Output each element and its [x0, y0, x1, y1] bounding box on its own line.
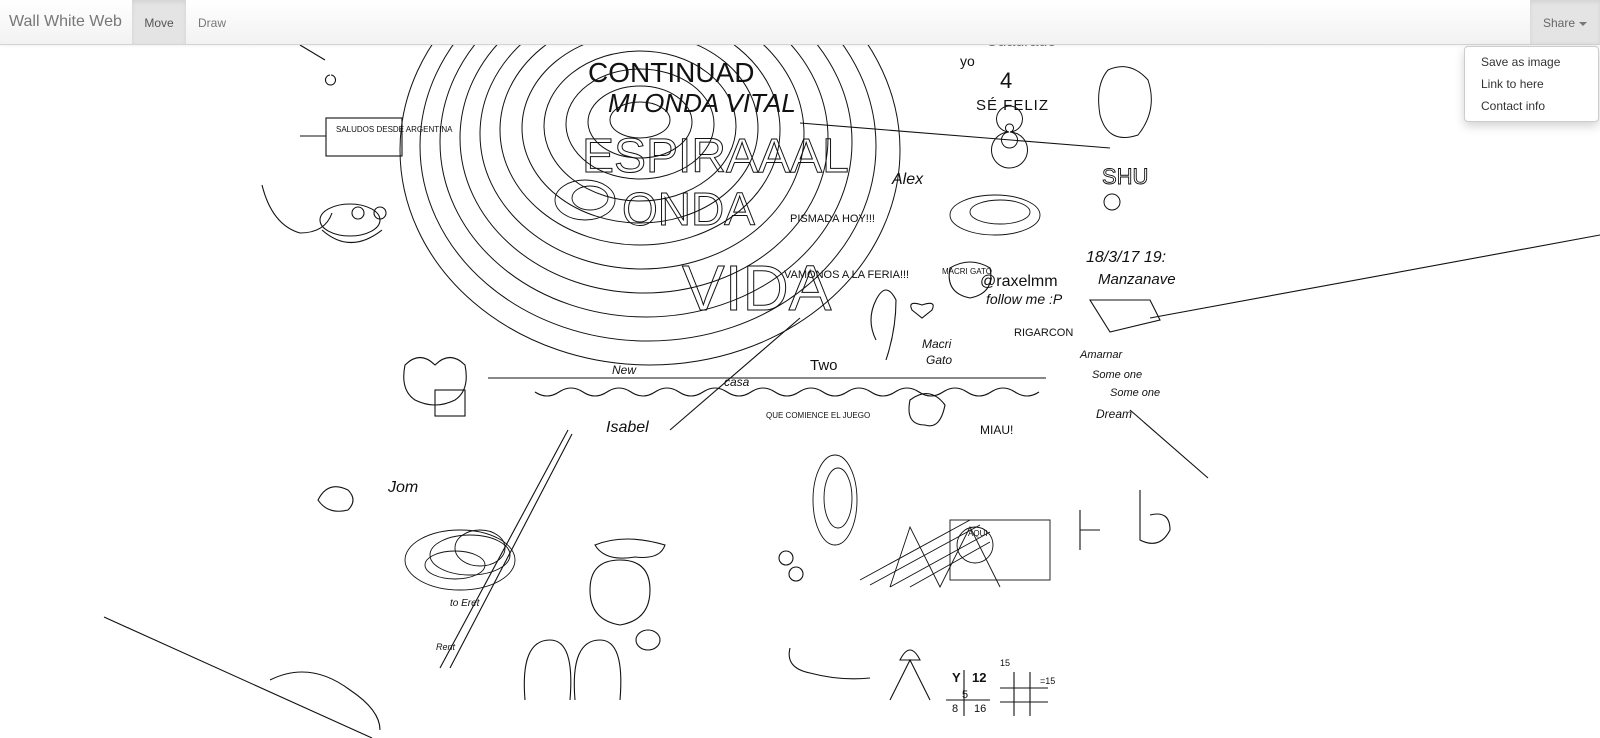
- canvas-text-32: Gato: [926, 353, 952, 367]
- lower-doodles: [269, 486, 1171, 731]
- canvas-text-5: SÉ FELIZ: [976, 97, 1049, 114]
- canvas-text-10: SALUDOS DESDE ARGENTINA: [336, 125, 453, 134]
- canvas-text-0: CONTINUAD: [588, 57, 754, 88]
- menu-item-save-as-image[interactable]: Save as image: [1481, 55, 1561, 69]
- magic-square-doodle: Y 12 5 8 16 15 =15: [952, 658, 1055, 715]
- canvas-text-14: @raxelmm: [980, 273, 1058, 290]
- canvas-text-4: VIDA: [682, 252, 832, 324]
- canvas-text-26: Two: [810, 357, 838, 374]
- canvas-text-17: PISMADA HOY!!!: [790, 213, 875, 225]
- canvas-text-43: =15: [1040, 676, 1055, 686]
- canvas-text-1: MI ONDA VITAL: [608, 88, 796, 118]
- canvas-text-35: Amarnar: [1079, 349, 1124, 361]
- canvas-text-16: VAMONOS A LA FERIA!!!: [784, 269, 909, 281]
- canvas-text-38: 12: [972, 670, 986, 685]
- canvas-text-33: AQUI: [968, 529, 988, 538]
- stray-lines: [103, 0, 1600, 738]
- canvas-text-27: Isabel: [606, 419, 649, 436]
- caret-down-icon: [1579, 21, 1588, 26]
- canvas-text-29: to Eret: [450, 598, 481, 609]
- canvas-text-18: MACRI GATO: [942, 267, 992, 276]
- canvas-text-40: 8: [952, 703, 958, 715]
- top-navbar: Wall White Web Move Draw Share: [0, 0, 1600, 45]
- share-label: Share: [1542, 16, 1576, 30]
- canvas-text-3: ONDA: [622, 183, 755, 235]
- handwritten-notes: 18/3/17 19: Manzanave @raxelmm follow me…: [387, 171, 1176, 652]
- canvas-text-24: New: [612, 363, 637, 377]
- share-dropdown-menu: Save as image Link to here Contact info: [1464, 46, 1599, 122]
- canvas-text-20: MIAU!: [980, 423, 1013, 437]
- canvas-text-34: RIGARCON: [1014, 327, 1073, 339]
- canvas-text-28: Jom: [387, 479, 418, 496]
- canvas-text-9: 4: [1000, 68, 1012, 93]
- canvas-text-11: SHU: [1102, 164, 1148, 189]
- canvas-text-36: Alex: [891, 171, 924, 188]
- share-dropdown-button[interactable]: Share: [1530, 0, 1600, 44]
- menu-item-link-to-here[interactable]: Link to here: [1481, 77, 1544, 91]
- canvas-text-25: casa: [724, 375, 750, 389]
- canvas-text-2: ESPIRAAAL: [582, 130, 849, 183]
- canvas-text-42: 15: [1000, 658, 1010, 668]
- canvas-text-15: follow me :P: [986, 291, 1063, 307]
- canvas-text-22: Some one: [1110, 387, 1160, 399]
- brand-title[interactable]: Wall White Web: [9, 13, 122, 30]
- canvas-text-31: Macri: [922, 337, 952, 351]
- canvas-text-41: 16: [974, 703, 986, 715]
- scribbles: [404, 179, 1051, 591]
- draw-tool-button[interactable]: Draw: [197, 16, 226, 30]
- canvas-text-12: 18/3/17 19:: [1086, 249, 1166, 266]
- canvas-text-23: Dream: [1096, 407, 1132, 421]
- upper-right-doodles: Raiz Cuadrado yo 4 SÉ FELIZ SHU: [948, 29, 1149, 189]
- move-tool-button[interactable]: Move: [132, 0, 186, 44]
- canvas-text-19: QUE COMIENCE EL JUEGO: [766, 411, 870, 420]
- canvas-text-8: yo: [960, 53, 975, 69]
- menu-item-contact-info[interactable]: Contact info: [1481, 99, 1546, 113]
- spiral-texts: CONTINUAD MI ONDA VITAL ESPIRAAAL ONDA V…: [582, 57, 850, 325]
- canvas-text-30: Rent: [436, 642, 456, 652]
- canvas-text-39: 5: [962, 689, 968, 701]
- canvas-text-13: Manzanave: [1098, 271, 1176, 288]
- face-doodles: [261, 29, 467, 417]
- saludos-sign: SALUDOS DESDE ARGENTINA: [300, 117, 453, 157]
- canvas-text-37: Y: [952, 670, 961, 685]
- canvas-text-21: Some one: [1092, 369, 1142, 381]
